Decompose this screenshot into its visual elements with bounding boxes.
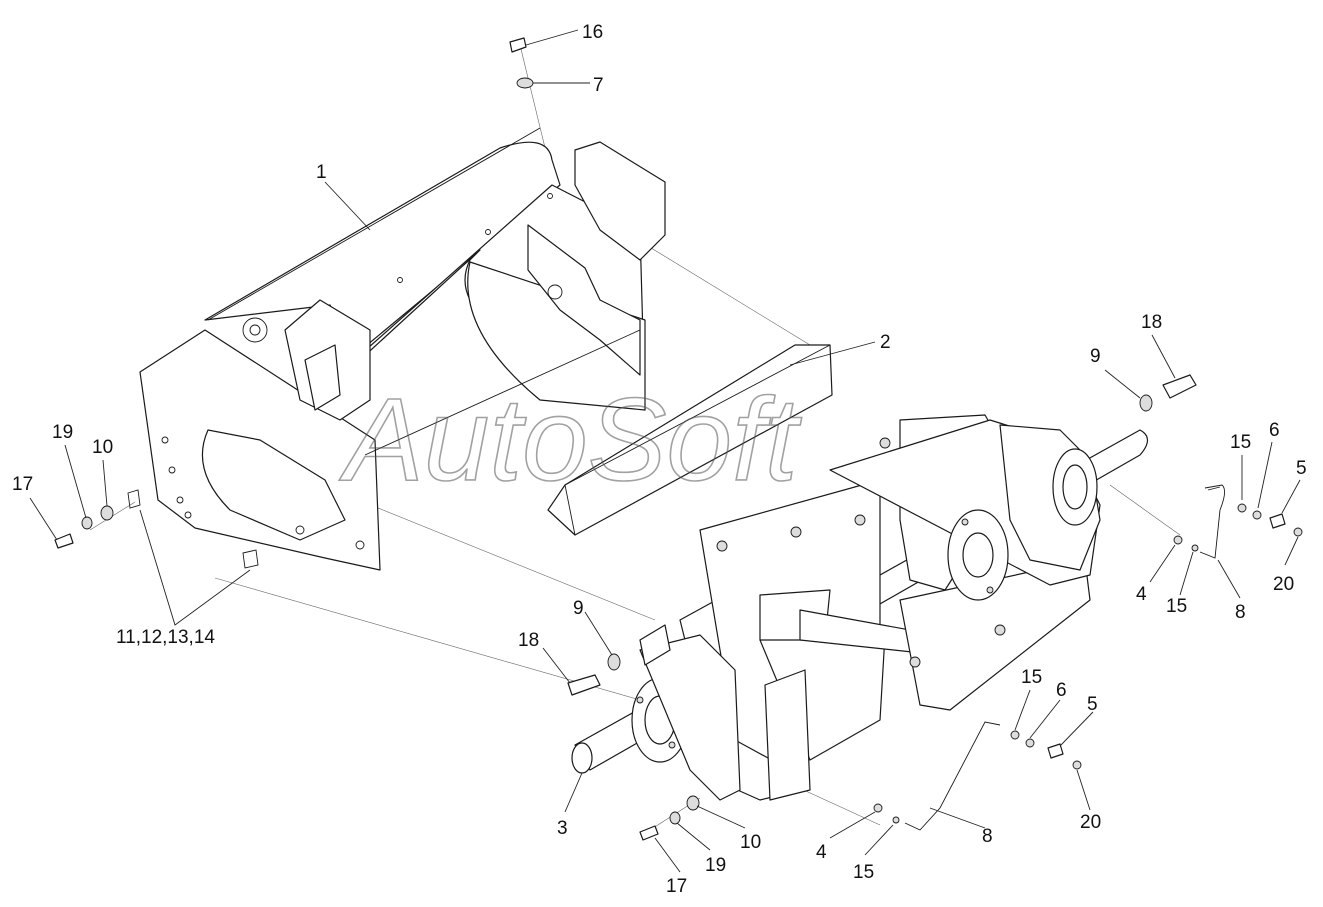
leader-lines — [29, 29, 1301, 873]
callout-8-low: 8 — [982, 826, 993, 847]
callout-18-top: 18 — [1141, 312, 1162, 333]
callout-17-low: 17 — [666, 876, 687, 897]
callout-11-14: 11,12,13,14 — [116, 627, 215, 648]
watermark-text: AutoSoft — [339, 374, 802, 506]
callout-5-low: 5 — [1087, 694, 1098, 715]
callout-labels: 16 7 1 2 18 9 15 6 5 4 15 20 8 17 19 10 … — [12, 22, 1307, 897]
rotor-assembly — [571, 414, 1149, 801]
callout-3: 3 — [557, 818, 568, 839]
callout-10-low: 10 — [740, 832, 761, 853]
callout-16: 16 — [582, 22, 603, 43]
callout-5-top: 5 — [1296, 458, 1307, 479]
callout-18-low: 18 — [518, 630, 539, 651]
callout-20-low: 20 — [1080, 812, 1101, 833]
callout-4-top: 4 — [1136, 584, 1147, 605]
callout-19-left: 19 — [52, 422, 73, 443]
callout-17-left: 17 — [12, 474, 33, 495]
housing-body — [139, 127, 666, 571]
callout-4-low: 4 — [816, 842, 827, 863]
angle-bar — [547, 344, 833, 536]
callout-20-top: 20 — [1273, 574, 1294, 595]
callout-7: 7 — [593, 75, 604, 96]
callout-15-top: 15 — [1230, 432, 1251, 453]
callout-10-left: 10 — [92, 437, 113, 458]
callout-15-mid: 15 — [1166, 596, 1187, 617]
callout-9-low: 9 — [573, 598, 584, 619]
callout-9-top: 9 — [1090, 346, 1101, 367]
callout-19-low: 19 — [705, 855, 726, 876]
callout-6-top: 6 — [1269, 420, 1280, 441]
callout-8-top: 8 — [1235, 602, 1246, 623]
callout-15-low: 15 — [1021, 667, 1042, 688]
callout-1: 1 — [316, 162, 327, 183]
callout-2: 2 — [880, 332, 891, 353]
callout-6-low: 6 — [1056, 680, 1067, 701]
callout-15-bottom: 15 — [853, 862, 874, 883]
fasteners — [54, 37, 1303, 841]
